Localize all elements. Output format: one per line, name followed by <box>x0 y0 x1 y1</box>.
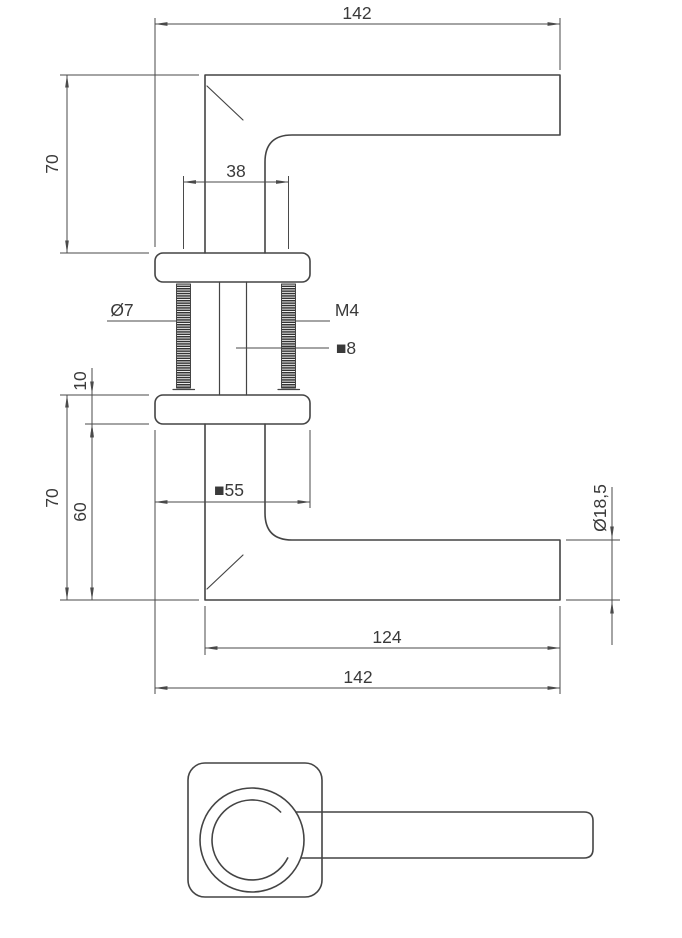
label-total-length-bottom: 142 <box>343 667 372 687</box>
bottom-lever-outline <box>204 423 561 601</box>
label-grip-length: 124 <box>372 627 401 647</box>
side-view <box>154 74 561 601</box>
label-thread-size: M4 <box>335 300 360 320</box>
label-height-top: 70 <box>42 154 62 174</box>
label-height-bottom: 70 <box>42 488 62 508</box>
rose-collar-inner-arc <box>211 799 289 881</box>
lever-front-outline <box>295 811 594 859</box>
right-screw <box>281 283 296 389</box>
label-rose-thickness: 10 <box>70 371 90 391</box>
label-hole-spacing: 38 <box>226 161 245 181</box>
dimensions <box>60 18 620 694</box>
dim-grip-diameter <box>566 487 620 645</box>
square-rose-front <box>187 762 323 898</box>
label-rose-size: ■55 <box>214 480 244 500</box>
bottom-rose-side <box>154 394 311 425</box>
bottom-lever-bend-line <box>206 554 244 590</box>
dim-under-rose-height <box>85 423 149 601</box>
dim-grip-length <box>204 606 561 694</box>
label-under-rose-height: 60 <box>70 502 90 522</box>
label-grip-diameter: Ø18,5 <box>590 484 610 532</box>
label-total-length-top: 142 <box>342 3 371 23</box>
rose-collar-outer <box>199 787 305 893</box>
dim-height-bottom <box>60 394 199 601</box>
dim-height-top <box>60 74 199 254</box>
dimension-labels: 142 70 38 Ø7 M4 ■8 10 70 60 ■55 Ø18,5 12… <box>42 3 610 687</box>
top-lever-bend-line <box>206 85 244 121</box>
top-lever-outline <box>204 74 561 254</box>
dim-hole-spacing <box>182 176 290 249</box>
dim-rose-size <box>154 430 311 694</box>
top-rose-side <box>154 252 311 283</box>
left-screw <box>176 283 191 389</box>
label-screw-diameter: Ø7 <box>110 300 133 320</box>
front-view <box>187 762 594 898</box>
label-spindle-size: ■8 <box>336 338 356 358</box>
dim-total-length-top <box>154 18 561 247</box>
